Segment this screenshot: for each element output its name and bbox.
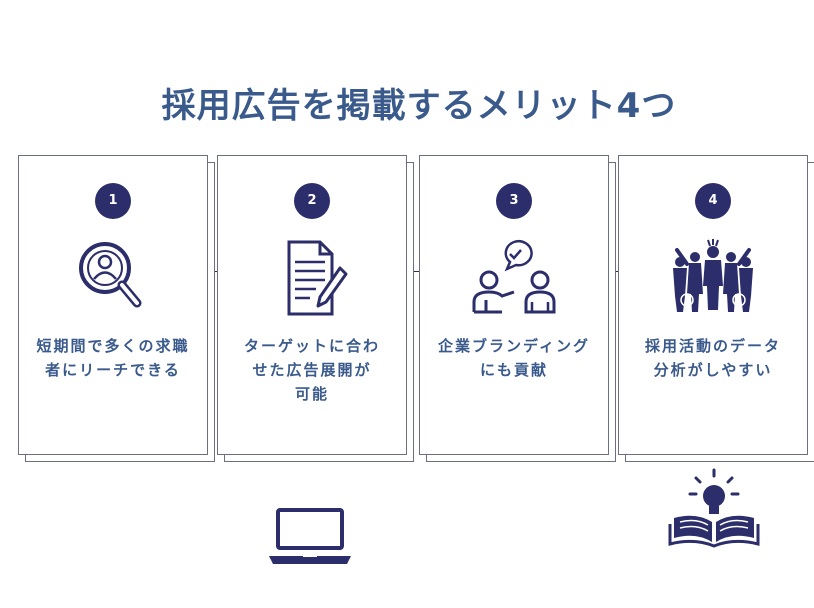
- step-number-badge: 1: [95, 183, 131, 219]
- group-people-icon: [673, 239, 753, 312]
- merit-card-4: 4 採用活動のデータ 分析がしやすい: [618, 155, 814, 462]
- label-line: にも貢献: [479, 361, 548, 379]
- label-line: 者にリーチできる: [45, 361, 181, 379]
- card-body: 2 ターゲットに合わ せた広告展開が 可能: [217, 155, 407, 455]
- label-line: 分析がしやすい: [653, 361, 773, 379]
- page-title: 採用広告を掲載するメリット4つ: [161, 86, 677, 126]
- card-body: 1 短期間で多くの求職 者にリーチできる: [18, 155, 208, 455]
- label-line: 企業ブランディング: [438, 337, 590, 355]
- step-number-badge: 2: [294, 183, 330, 219]
- step-number-badge: 3: [496, 183, 532, 219]
- card-label: 短期間で多くの求職 者にリーチできる: [25, 334, 201, 382]
- label-line: 採用活動のデータ: [644, 337, 781, 355]
- merit-card-1: 1 短期間で多くの求職 者にリーチできる: [18, 155, 215, 462]
- book-lightbulb-icon: [668, 468, 760, 548]
- label-line: せた広告展開が: [252, 361, 372, 379]
- card-label: 採用活動のデータ 分析がしやすい: [625, 334, 801, 382]
- merit-card-3: 3 企業ブランディング にも貢献: [419, 155, 616, 462]
- magnifier-person-icon: [79, 242, 142, 308]
- laptop-icon: [269, 508, 351, 564]
- card-label: 企業ブランディング にも貢献: [426, 334, 602, 382]
- card-body: 3 企業ブランディング にも貢献: [419, 155, 609, 455]
- people-conversation-icon: [472, 240, 556, 314]
- merit-card-2: 2 ターゲットに合わ せた広告展開が 可能: [217, 155, 414, 462]
- label-line: 短期間で多くの求職: [36, 337, 190, 355]
- card-label: ターゲットに合わ せた広告展開が 可能: [224, 334, 400, 406]
- card-body: 4 採用活動のデータ 分析がしやすい: [618, 155, 808, 455]
- label-line: ターゲットに合わ: [243, 337, 380, 355]
- document-pen-icon: [287, 240, 348, 316]
- step-number-badge: 4: [695, 183, 731, 219]
- label-line: 可能: [294, 385, 329, 403]
